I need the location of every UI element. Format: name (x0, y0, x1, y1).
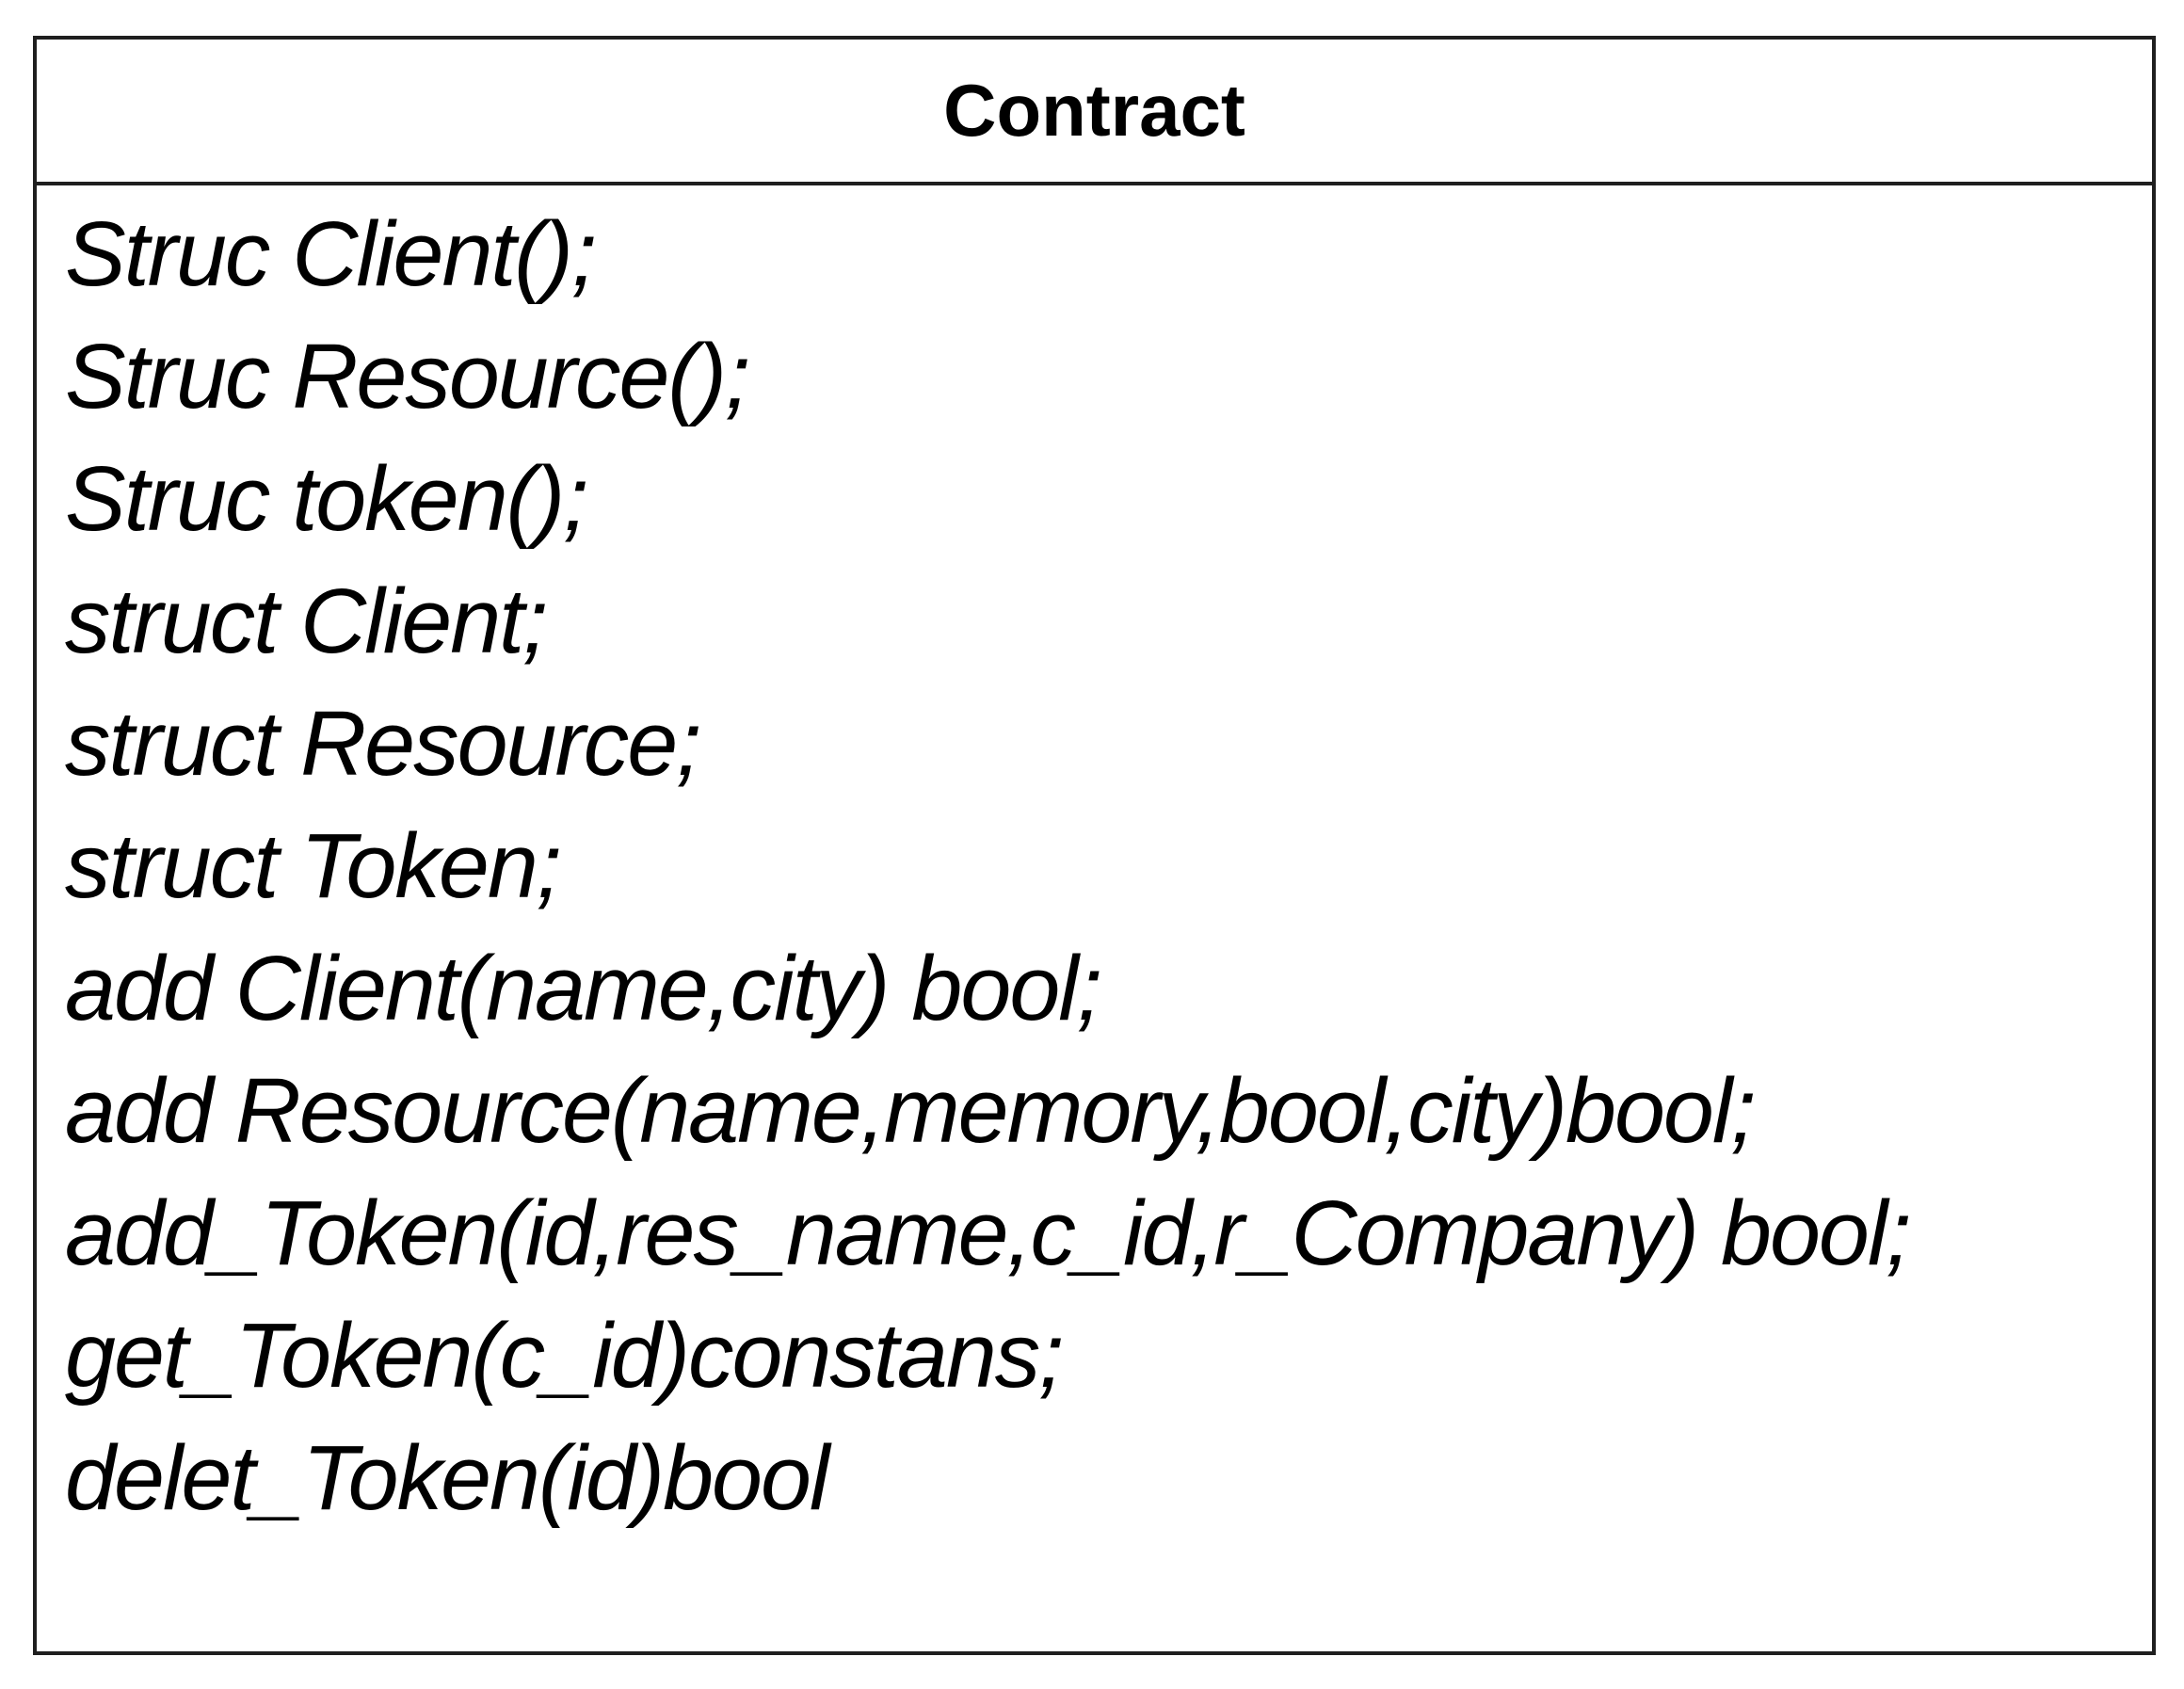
class-header: Contract (37, 40, 2152, 185)
member-line: add_Token(id,res_name,c_id,r_Company) bo… (65, 1182, 1911, 1284)
member-line: struct Resource; (65, 692, 701, 795)
member-line: Struc Client(); (65, 202, 597, 305)
member-line: Struc Resource(); (65, 325, 750, 427)
member-line: add Resource(name,memory,bool,city)bool; (65, 1059, 1756, 1162)
member-line: delet_Token(id)bool (65, 1426, 829, 1529)
class-title: Contract (943, 69, 1245, 152)
contract-class-box: Contract Struc Client(); Struc Resource()… (33, 36, 2156, 1655)
member-line: add Client(name,city) bool; (65, 937, 1102, 1039)
member-line: struct Client; (65, 570, 548, 672)
member-line: get_Token(c_id)constans; (65, 1304, 1064, 1407)
member-line: struct Token; (65, 814, 562, 917)
member-line: Struc token(); (65, 447, 588, 550)
member-list: Struc Client(); Struc Resource(); Struc to… (37, 185, 2152, 1651)
